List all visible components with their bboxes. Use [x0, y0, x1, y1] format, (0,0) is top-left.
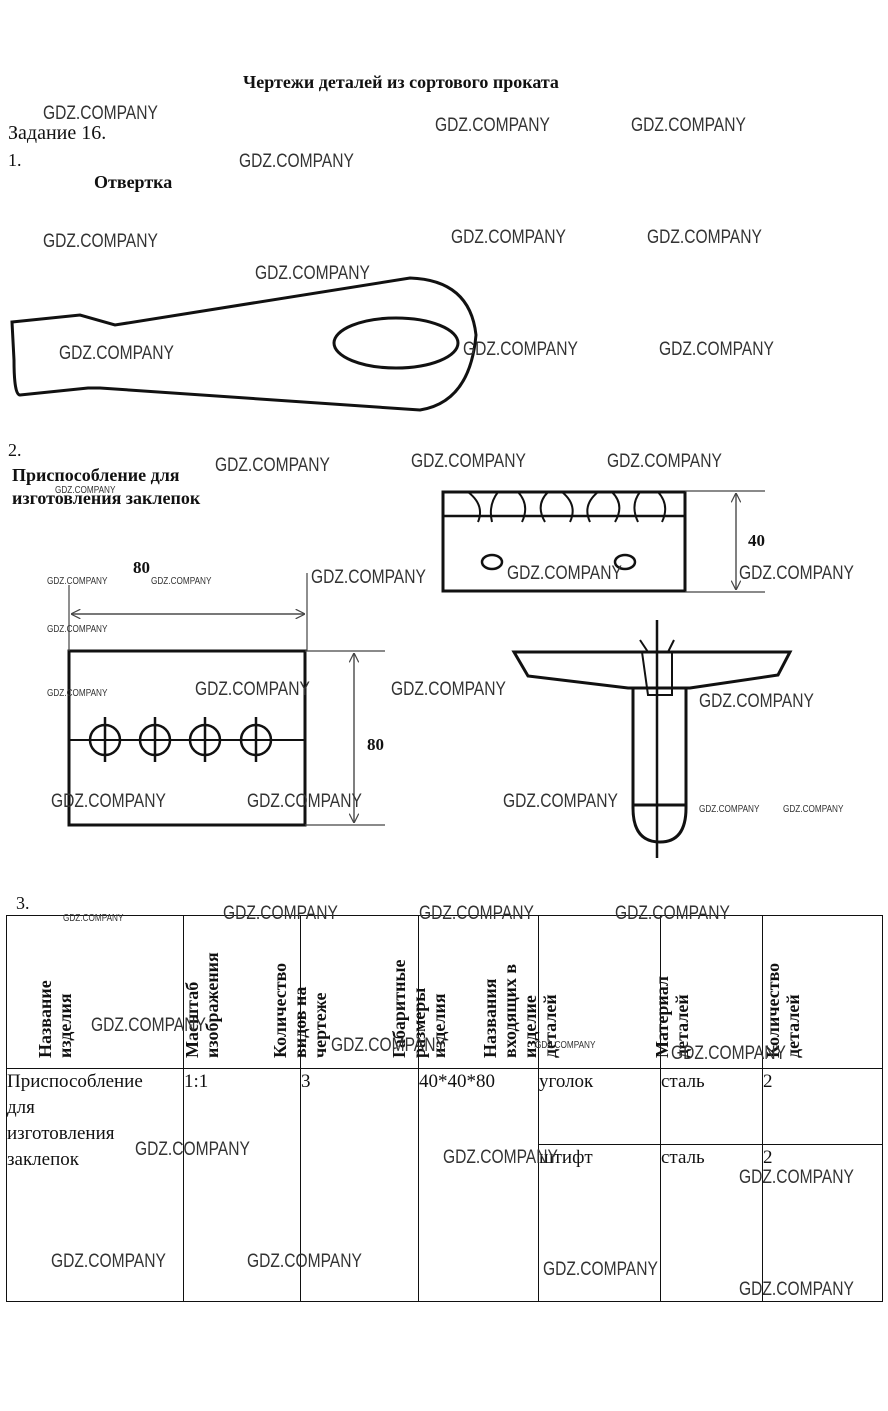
cell-qty-2: 2: [762, 1144, 883, 1302]
watermark: GDZ.COMPANY: [247, 1251, 362, 1272]
dimension-height: 80: [367, 735, 384, 754]
watermark: GDZ.COMPANY: [247, 791, 362, 812]
item-number-2: 2.: [8, 440, 22, 460]
watermark: GDZ.COMPANY: [443, 1147, 558, 1168]
cell-size: 40*40*80: [418, 1068, 539, 1302]
fixture-top-view: [441, 490, 765, 593]
fixture-front-view: [67, 573, 385, 827]
watermark: GDZ.COMPANY: [135, 1139, 250, 1160]
cell-material-1: сталь: [660, 1068, 763, 1145]
watermark: GDZ.COMPANY: [411, 451, 526, 472]
screwdriver-title: Отвертка: [94, 172, 173, 192]
cell-scale: 1:1: [183, 1068, 301, 1302]
cell-views: 3: [300, 1068, 419, 1302]
screwdriver-drawing: [10, 276, 478, 412]
watermark: GDZ.COMPANY: [331, 1035, 446, 1056]
watermark: GDZ.COMPANY: [783, 804, 844, 815]
item-number-1: 1.: [8, 150, 22, 170]
watermark: GDZ.COMPANY: [671, 1043, 786, 1064]
watermark: GDZ.COMPANY: [451, 227, 566, 248]
cell-part-name-1: уголок: [538, 1068, 661, 1145]
table-row: Приспособление для изготовления заклепок…: [6, 1068, 883, 1302]
watermark: GDZ.COMPANY: [391, 679, 506, 700]
watermark: GDZ.COMPANY: [43, 231, 158, 252]
watermark: GDZ.COMPANY: [535, 1040, 596, 1051]
watermark: GDZ.COMPANY: [59, 343, 174, 364]
task-label: Задание 16.: [8, 122, 107, 144]
watermark: GDZ.COMPANY: [543, 1259, 658, 1280]
watermark: GDZ.COMPANY: [659, 339, 774, 360]
cell-product-name: Приспособление для изготовления заклепок: [6, 1068, 184, 1302]
watermark: GDZ.COMPANY: [463, 339, 578, 360]
watermark: GDZ.COMPANY: [739, 1167, 854, 1188]
watermark: GDZ.COMPANY: [239, 151, 354, 172]
watermark: GDZ.COMPANY: [311, 567, 426, 588]
dimension-width: 80: [133, 558, 150, 577]
watermark: GDZ.COMPANY: [503, 791, 618, 812]
watermark: GDZ.COMPANY: [739, 1279, 854, 1300]
watermark: GDZ.COMPANY: [47, 624, 108, 635]
watermark: GDZ.COMPANY: [615, 903, 730, 924]
page-title: Чертежи деталей из сортового проката: [243, 72, 559, 92]
watermark: GDZ.COMPANY: [255, 263, 370, 284]
cell-material-2: сталь: [660, 1144, 763, 1302]
watermark: GDZ.COMPANY: [223, 903, 338, 924]
watermark: GDZ.COMPANY: [47, 688, 108, 699]
watermark: GDZ.COMPANY: [55, 485, 116, 496]
watermark: GDZ.COMPANY: [507, 563, 622, 584]
watermark: GDZ.COMPANY: [215, 455, 330, 476]
watermark: GDZ.COMPANY: [699, 804, 760, 815]
watermark: GDZ.COMPANY: [607, 451, 722, 472]
cell-part-name-2: штифт: [538, 1144, 661, 1302]
watermark: GDZ.COMPANY: [419, 903, 534, 924]
watermark: GDZ.COMPANY: [631, 115, 746, 136]
dimension-thickness: 40: [748, 531, 765, 550]
fixture-title-line1: Приспособление для: [12, 465, 180, 485]
watermark: GDZ.COMPANY: [51, 791, 166, 812]
watermark: GDZ.COMPANY: [435, 115, 550, 136]
watermark: GDZ.COMPANY: [47, 576, 108, 587]
watermark: GDZ.COMPANY: [91, 1015, 206, 1036]
watermark: GDZ.COMPANY: [739, 563, 854, 584]
watermark: GDZ.COMPANY: [195, 679, 310, 700]
cell-qty-1: 2: [762, 1068, 883, 1145]
watermark: GDZ.COMPANY: [51, 1251, 166, 1272]
watermark: GDZ.COMPANY: [151, 576, 212, 587]
watermark: GDZ.COMPANY: [647, 227, 762, 248]
watermark: GDZ.COMPANY: [699, 691, 814, 712]
fixture-title-line2: изготовления заклепок: [12, 488, 201, 508]
watermark: GDZ.COMPANY: [63, 913, 124, 924]
watermark: GDZ.COMPANY: [43, 103, 158, 124]
item-number-3: 3.: [16, 893, 30, 913]
fixture-side-view: [511, 620, 793, 858]
table-row: штифт сталь 2: [7, 1144, 883, 1302]
